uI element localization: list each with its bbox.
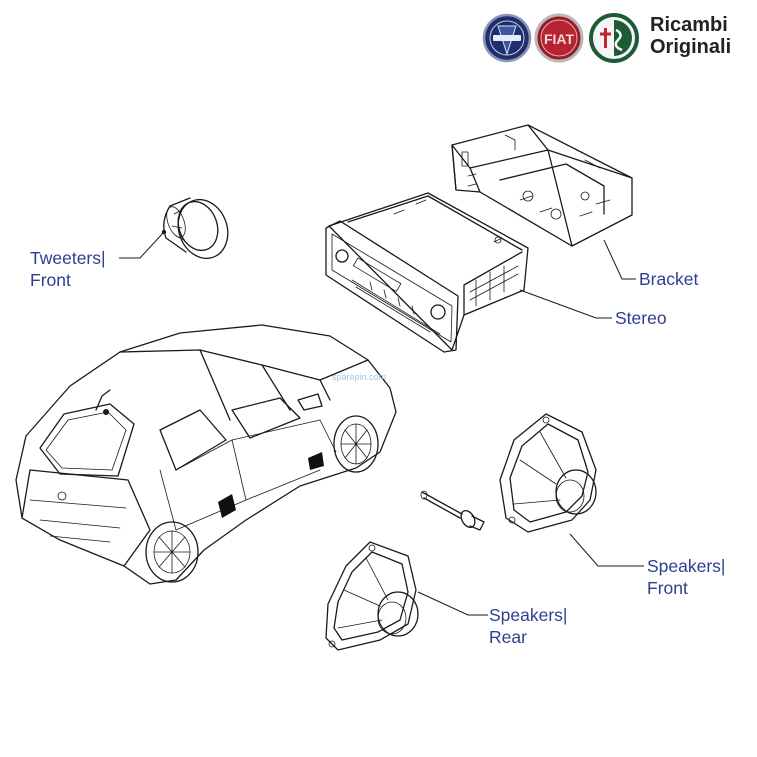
label-speakers-rear-line1: Speakers| [489,605,567,625]
label-speakers-front-line1: Speakers| [647,556,725,576]
svg-text:FIAT: FIAT [544,31,575,47]
leader-stereo [519,289,612,319]
label-speakers-front-line2: Front [647,578,688,598]
rivet-part [420,490,485,531]
stereo-part [325,192,529,353]
leader-tweeters [119,231,165,259]
label-bracket: Bracket [639,269,698,289]
speaker-rear-part [325,541,419,651]
leader-lines [119,231,644,616]
leader-bracket [603,239,636,280]
lancia-logo [482,13,532,63]
brand-title-line2: Originali [650,36,731,58]
bracket-part [451,124,633,247]
alfa-romeo-logo [589,13,639,63]
label-tweeters-line2: Front [30,270,71,290]
leader-speakers-rear [417,591,488,616]
leader-speakers-front [569,533,644,567]
speaker-front-part [499,413,597,533]
brand-header: FIAT Ricambi Originali [482,13,731,63]
callout-labels: Tweeters| Front Bracket Stereo Speakers|… [30,248,725,647]
label-tweeters-line1: Tweeters| [30,248,106,268]
label-stereo: Stereo [615,308,667,328]
watermark: sparepin.com [332,372,386,382]
fiat-logo: FIAT [534,13,584,63]
tweeter-part [161,197,229,260]
label-speakers-rear-line2: Rear [489,627,527,647]
brand-title-line1: Ricambi [650,14,728,36]
car-drawing [15,324,397,585]
